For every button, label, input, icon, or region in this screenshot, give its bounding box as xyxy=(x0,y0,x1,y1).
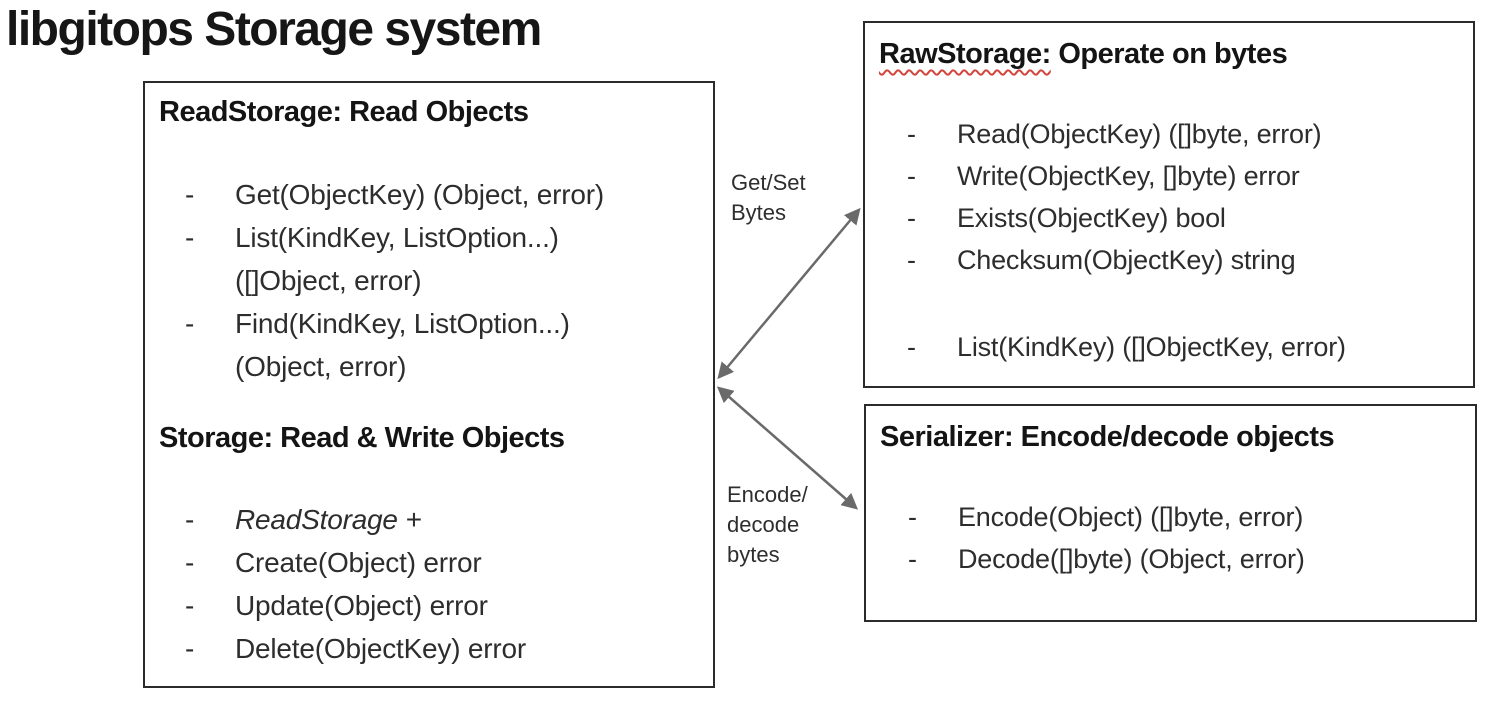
list-item: - List(KindKey) ([]ObjectKey, error) xyxy=(865,326,1473,368)
list-item: - Encode(Object) ([]byte, error) xyxy=(866,496,1475,538)
serializer-method-list: - Encode(Object) ([]byte, error) - Decod… xyxy=(866,496,1475,580)
method-text: List(KindKey) ([]ObjectKey, error) xyxy=(957,332,1346,362)
storage-interfaces-box: ReadStorage: Read Objects - Get(ObjectKe… xyxy=(143,81,715,688)
list-item: - Checksum(ObjectKey) string xyxy=(865,239,1473,281)
method-text: Write(ObjectKey, []byte) error xyxy=(957,161,1300,191)
method-text: Checksum(ObjectKey) string xyxy=(957,245,1296,275)
method-text: Get(ObjectKey) (Object, error) xyxy=(235,179,604,210)
list-item: - Delete(ObjectKey) error xyxy=(145,627,713,670)
method-text: Find(KindKey, ListOption...) (Object, er… xyxy=(235,308,570,382)
dash-bullet: - xyxy=(185,222,195,253)
list-item: - Update(Object) error xyxy=(145,584,713,627)
dash-bullet: - xyxy=(185,504,195,535)
method-text: Decode([]byte) (Object, error) xyxy=(958,544,1305,574)
method-text: Encode(Object) ([]byte, error) xyxy=(958,502,1304,532)
raw-storage-header: RawStorage: Operate on bytes xyxy=(879,37,1473,72)
list-item: - Decode([]byte) (Object, error) xyxy=(866,538,1475,580)
method-text: Delete(ObjectKey) error xyxy=(235,633,527,664)
list-item: - Exists(ObjectKey) bool xyxy=(865,197,1473,239)
list-item: - Read(ObjectKey) ([]byte, error) xyxy=(865,113,1473,155)
dash-bullet: - xyxy=(907,203,916,233)
dash-bullet: - xyxy=(908,502,917,532)
list-item: - ReadStorage + xyxy=(145,498,713,541)
encode-decode-bytes-label: Encode/ decode bytes xyxy=(727,482,808,567)
read-storage-header: ReadStorage: Read Objects xyxy=(159,96,529,128)
storage-header: Storage: Read & Write Objects xyxy=(159,422,565,454)
method-text: Exists(ObjectKey) bool xyxy=(957,203,1226,233)
dash-bullet: - xyxy=(908,544,917,574)
get-set-bytes-label: Get/Set Bytes xyxy=(731,170,806,225)
storage-method-list: - ReadStorage + - Create(Object) error -… xyxy=(145,498,713,670)
list-item: - Get(ObjectKey) (Object, error) xyxy=(145,173,713,216)
raw-storage-method-list: - Read(ObjectKey) ([]byte, error) - Writ… xyxy=(865,113,1473,368)
dash-bullet: - xyxy=(907,332,916,362)
dash-bullet: - xyxy=(907,119,916,149)
dash-bullet: - xyxy=(185,590,195,621)
read-storage-method-list: - Get(ObjectKey) (Object, error) - List(… xyxy=(145,173,713,388)
get-set-bytes-arrow xyxy=(717,207,861,380)
dash-bullet: - xyxy=(185,308,195,339)
list-item: - Create(Object) error xyxy=(145,541,713,584)
dash-bullet: - xyxy=(907,245,916,275)
diagram-title: libgitops Storage system xyxy=(6,3,542,56)
method-text: ReadStorage + xyxy=(235,504,422,535)
dash-bullet: - xyxy=(185,179,195,210)
method-text: Update(Object) error xyxy=(235,590,488,621)
serializer-header: Serializer: Encode/decode objects xyxy=(880,421,1335,453)
spellcheck-squiggle-text: RawStorage: xyxy=(879,38,1051,70)
list-item: - Write(ObjectKey, []byte) error xyxy=(865,155,1473,197)
method-text: Read(ObjectKey) ([]byte, error) xyxy=(957,119,1322,149)
raw-storage-header-rest: Operate on bytes xyxy=(1050,38,1288,70)
dash-bullet: - xyxy=(907,161,916,191)
raw-storage-box: RawStorage: Operate on bytes - Read(Obje… xyxy=(863,21,1475,388)
dash-bullet: - xyxy=(185,547,195,578)
list-item: - Find(KindKey, ListOption...) (Object, … xyxy=(145,302,713,388)
list-item: - List(KindKey, ListOption...) ([]Object… xyxy=(145,216,713,302)
method-text: List(KindKey, ListOption...) ([]Object, … xyxy=(235,222,559,296)
serializer-box: Serializer: Encode/decode objects - Enco… xyxy=(864,404,1477,622)
method-text: Create(Object) error xyxy=(235,547,482,578)
dash-bullet: - xyxy=(185,633,195,664)
